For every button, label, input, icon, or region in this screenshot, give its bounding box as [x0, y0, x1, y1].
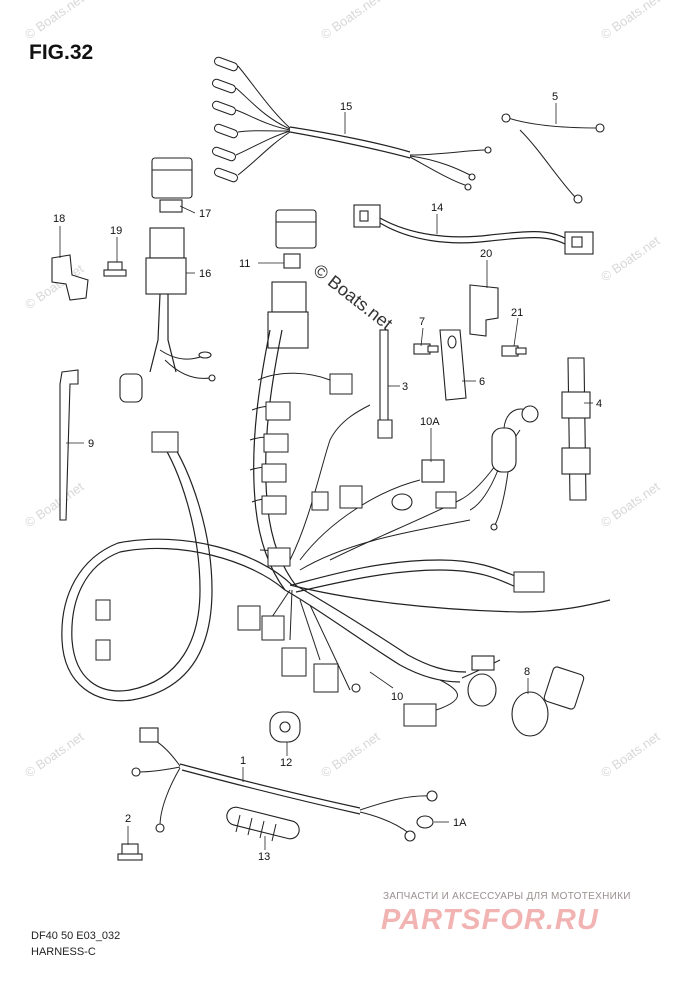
figure-code: DF40 50 E03_032 HARNESS-C	[31, 928, 120, 960]
part-5-wire	[501, 113, 605, 204]
callout-10: 10	[391, 691, 403, 703]
callout-12: 12	[280, 757, 292, 769]
callout-21: 21	[511, 307, 523, 319]
part-8-cover	[511, 666, 585, 737]
callout-13: 13	[258, 851, 270, 863]
callout-6: 6	[479, 376, 485, 388]
part-13-tube	[226, 806, 300, 842]
callout-9: 9	[88, 438, 94, 450]
part-18-bracket	[51, 254, 89, 301]
part-21-bolt	[501, 345, 527, 357]
callout-18: 18	[53, 213, 65, 225]
callout-15: 15	[340, 101, 352, 113]
callout-labels: 15 5 14 20 21 7 6 3 4 10A 17 16 11 18 19…	[53, 91, 602, 863]
part-7-bolt	[413, 343, 439, 355]
part-12-grommet	[269, 711, 301, 743]
part-20-bracket	[469, 284, 499, 337]
callout-4: 4	[596, 398, 602, 410]
callout-1: 1	[240, 755, 246, 767]
callout-20: 20	[480, 248, 492, 260]
callout-1a: 1A	[453, 817, 467, 829]
figure-title: FIG.32	[29, 41, 94, 64]
callout-17: 17	[199, 208, 211, 220]
callout-19: 19	[110, 225, 122, 237]
part-1a-nut	[416, 815, 434, 829]
callout-16: 16	[199, 268, 211, 280]
part-11-relay	[267, 209, 317, 349]
part-15-harness	[211, 56, 492, 191]
part-19-bolt	[103, 261, 127, 277]
part-10-main-harness	[61, 329, 611, 727]
part-10a-sensor	[491, 427, 517, 473]
drawing-subtitle: HARNESS-C	[31, 946, 96, 958]
callout-10a: 10A	[420, 416, 440, 428]
part-16-harness	[119, 227, 216, 403]
callout-5: 5	[552, 91, 558, 103]
callout-2: 2	[125, 813, 131, 825]
callout-11: 11	[239, 258, 250, 270]
callout-14: 14	[431, 202, 443, 214]
drawing-code: DF40 50 E03_032	[31, 930, 121, 942]
part-3-rod	[377, 329, 393, 439]
part-4-clamp	[561, 357, 591, 501]
part-2-bolt	[117, 843, 143, 861]
promo-brand-logo[interactable]: PARTSFOR.RU	[381, 904, 599, 936]
part-14-lead	[353, 204, 594, 255]
part-6-bracket	[439, 329, 467, 401]
part-1-harness	[131, 727, 438, 842]
part-10a-cap	[421, 459, 445, 483]
part-9-tie	[59, 369, 79, 521]
leader-lines	[59, 103, 593, 850]
callout-3: 3	[402, 381, 408, 393]
callout-8: 8	[524, 666, 530, 678]
promo-tagline: ЗАПЧАСТИ И АКСЕССУАРЫ ДЛЯ МОТОТЕХНИКИ	[383, 891, 631, 902]
part-17-relay	[151, 157, 193, 213]
callout-7: 7	[419, 316, 425, 328]
